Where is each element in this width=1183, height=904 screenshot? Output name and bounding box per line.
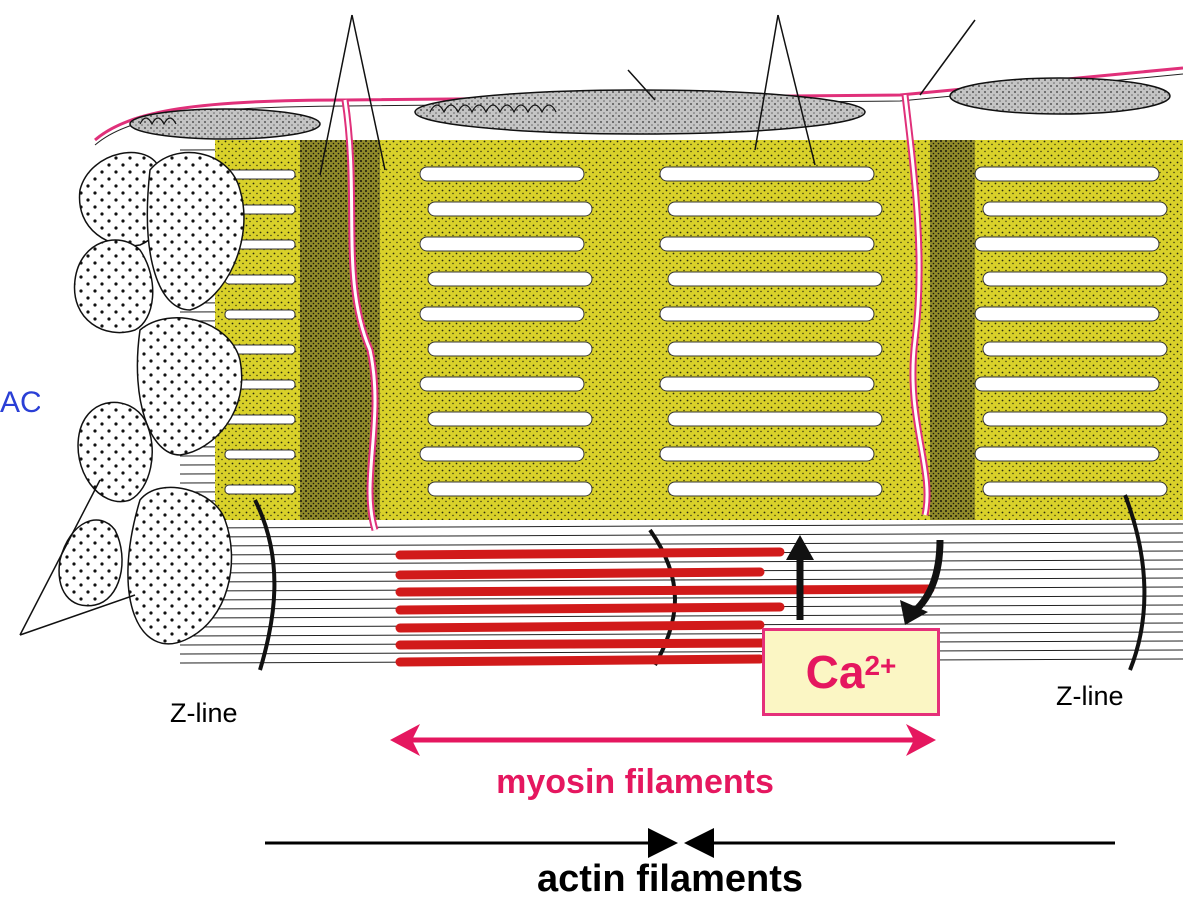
tubule-gap bbox=[225, 450, 295, 459]
myosin-filaments-label: myosin filaments bbox=[420, 765, 850, 799]
calcium-charge: 2+ bbox=[864, 650, 896, 682]
red-filament bbox=[400, 552, 780, 555]
tubule-gap bbox=[668, 272, 882, 286]
tubule-gap bbox=[668, 202, 882, 216]
red-filament bbox=[400, 589, 930, 592]
tubule-gap bbox=[983, 272, 1167, 286]
tubule-gap bbox=[428, 202, 592, 216]
tubule-gap bbox=[975, 447, 1159, 461]
tubule-gap bbox=[660, 167, 874, 181]
tubule-gap bbox=[975, 167, 1159, 181]
myofibril-line bbox=[180, 596, 1183, 600]
red-filament bbox=[400, 607, 780, 610]
mitochondrion bbox=[950, 78, 1170, 114]
myofibril-line bbox=[180, 560, 1183, 564]
tubule-gap bbox=[668, 482, 882, 496]
tubule-gap bbox=[660, 377, 874, 391]
myofibril-line bbox=[180, 533, 1183, 537]
myofibril-line bbox=[180, 542, 1183, 546]
mitochondrion bbox=[130, 109, 320, 139]
myosin-arrow bbox=[390, 724, 936, 756]
red-filament bbox=[400, 625, 760, 628]
pointer-line bbox=[920, 20, 975, 95]
tubule-gap bbox=[668, 412, 882, 426]
calcium-arrow-down bbox=[910, 540, 940, 615]
tubule-gap bbox=[420, 447, 584, 461]
actin-filaments-label: actin filaments bbox=[470, 860, 870, 898]
tubule-gap bbox=[975, 237, 1159, 251]
tubule-gap bbox=[428, 412, 592, 426]
red-filament bbox=[400, 659, 760, 662]
red-filament bbox=[400, 572, 760, 575]
tubule-gap bbox=[975, 377, 1159, 391]
myofibril-line bbox=[180, 650, 1183, 654]
tubule-gap bbox=[225, 415, 295, 424]
tubule-gap bbox=[420, 307, 584, 321]
tubule-gap bbox=[668, 342, 882, 356]
tubule-gap bbox=[983, 412, 1167, 426]
tubule-gap bbox=[428, 272, 592, 286]
tubule-gap bbox=[983, 202, 1167, 216]
tubule-gap bbox=[660, 237, 874, 251]
calcium-symbol: Ca bbox=[806, 645, 865, 699]
myofibril-line bbox=[180, 614, 1183, 618]
tubule-gap bbox=[983, 342, 1167, 356]
z-line-label-right: Z-line bbox=[1056, 683, 1124, 710]
z-line-label-left: Z-line bbox=[170, 700, 238, 727]
tubule-gap bbox=[983, 482, 1167, 496]
myofibril-cross-sections bbox=[59, 153, 244, 644]
tubule-gap bbox=[428, 482, 592, 496]
sac-label: AC bbox=[0, 388, 40, 418]
myofibril-line bbox=[180, 578, 1183, 582]
tubule-gap bbox=[975, 307, 1159, 321]
tubule-gap bbox=[660, 307, 874, 321]
tubule-gap bbox=[225, 310, 295, 319]
tubule-gap bbox=[420, 237, 584, 251]
myofibril-line bbox=[180, 632, 1183, 636]
tubule-gap bbox=[225, 485, 295, 494]
tubule-gap bbox=[225, 275, 295, 284]
myofibril-line bbox=[180, 524, 1183, 528]
tubule-gap bbox=[420, 167, 584, 181]
tubule-gap bbox=[660, 447, 874, 461]
z-line-mark bbox=[1125, 495, 1144, 670]
tubule-gap bbox=[428, 342, 592, 356]
tubule-gap bbox=[420, 377, 584, 391]
